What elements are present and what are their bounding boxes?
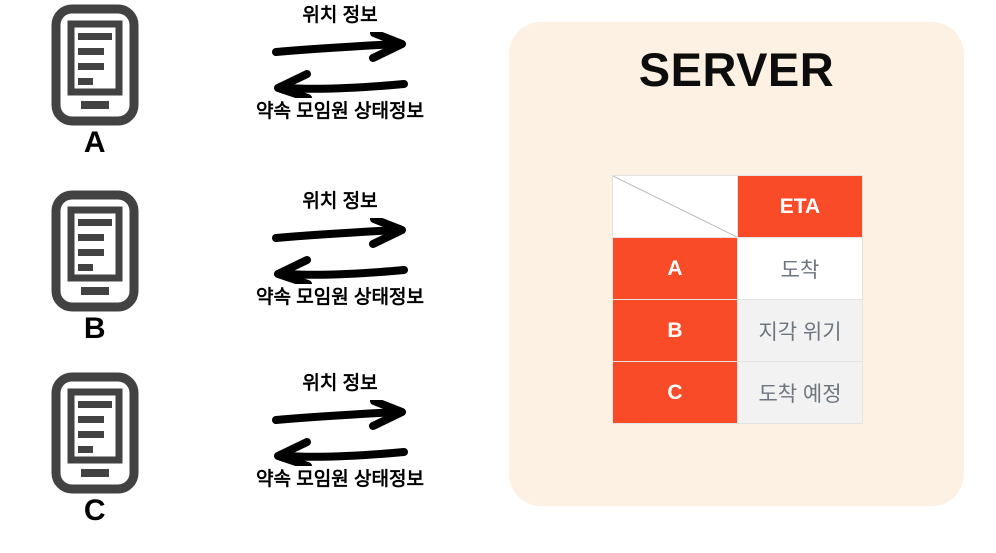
device-block-c: C — [42, 372, 148, 526]
table-header-row: ETA — [612, 175, 863, 238]
row-header-b: B — [612, 299, 738, 362]
bidirectional-exchange-arrows-icon — [272, 31, 408, 98]
row-value-b-eta: 지각 위기 — [737, 299, 863, 362]
table-row: C 도착 예정 — [612, 361, 863, 424]
table-row: A 도착 — [612, 237, 863, 300]
tablet-document-icon — [51, 372, 139, 494]
column-header-eta: ETA — [737, 175, 863, 238]
client-group-a: A 위치 정보 약속 모임원 상태정보 — [0, 4, 500, 179]
device-label-c: C — [83, 494, 107, 527]
table-row: B 지각 위기 — [612, 299, 863, 362]
client-group-c: C 위치 정보 약속 모임원 상태정보 — [0, 372, 500, 547]
tablet-document-icon — [51, 190, 139, 312]
row-value-c-eta: 도착 예정 — [737, 361, 863, 424]
inbound-message-label-a: 약속 모임원 상태정보 — [256, 100, 424, 122]
eta-status-table: ETA A 도착 B 지각 위기 C 도착 예정 — [612, 175, 863, 424]
device-block-a: A — [42, 4, 148, 158]
inbound-message-label-b: 약속 모임원 상태정보 — [256, 286, 424, 308]
message-block-b: 위치 정보 약속 모임원 상태정보 — [190, 190, 490, 310]
device-label-a: A — [83, 126, 107, 159]
message-block-c: 위치 정보 약속 모임원 상태정보 — [190, 372, 490, 492]
diagonal-divider-icon — [613, 176, 737, 237]
row-header-a: A — [612, 237, 738, 300]
row-header-c: C — [612, 361, 738, 424]
bidirectional-exchange-arrows-icon — [272, 399, 408, 466]
table-corner-cell — [612, 175, 738, 238]
client-group-b: B 위치 정보 약속 모임원 상태정보 — [0, 190, 500, 365]
outbound-message-label-a: 위치 정보 — [302, 5, 378, 26]
message-block-a: 위치 정보 약속 모임원 상태정보 — [190, 4, 490, 124]
outbound-message-label-b: 위치 정보 — [302, 191, 378, 212]
row-value-a-eta: 도착 — [737, 237, 863, 300]
bidirectional-exchange-arrows-icon — [272, 217, 408, 284]
server-panel: SERVER ETA A 도착 B 지각 위기 C 도착 예정 — [509, 22, 964, 506]
clients-column: A 위치 정보 약속 모임원 상태정보 B — [0, 4, 500, 547]
outbound-message-label-c: 위치 정보 — [302, 373, 378, 394]
device-block-b: B — [42, 190, 148, 344]
inbound-message-label-c: 약속 모임원 상태정보 — [256, 468, 424, 490]
server-title: SERVER — [638, 43, 835, 96]
tablet-document-icon — [51, 4, 139, 126]
device-label-b: B — [83, 312, 107, 345]
